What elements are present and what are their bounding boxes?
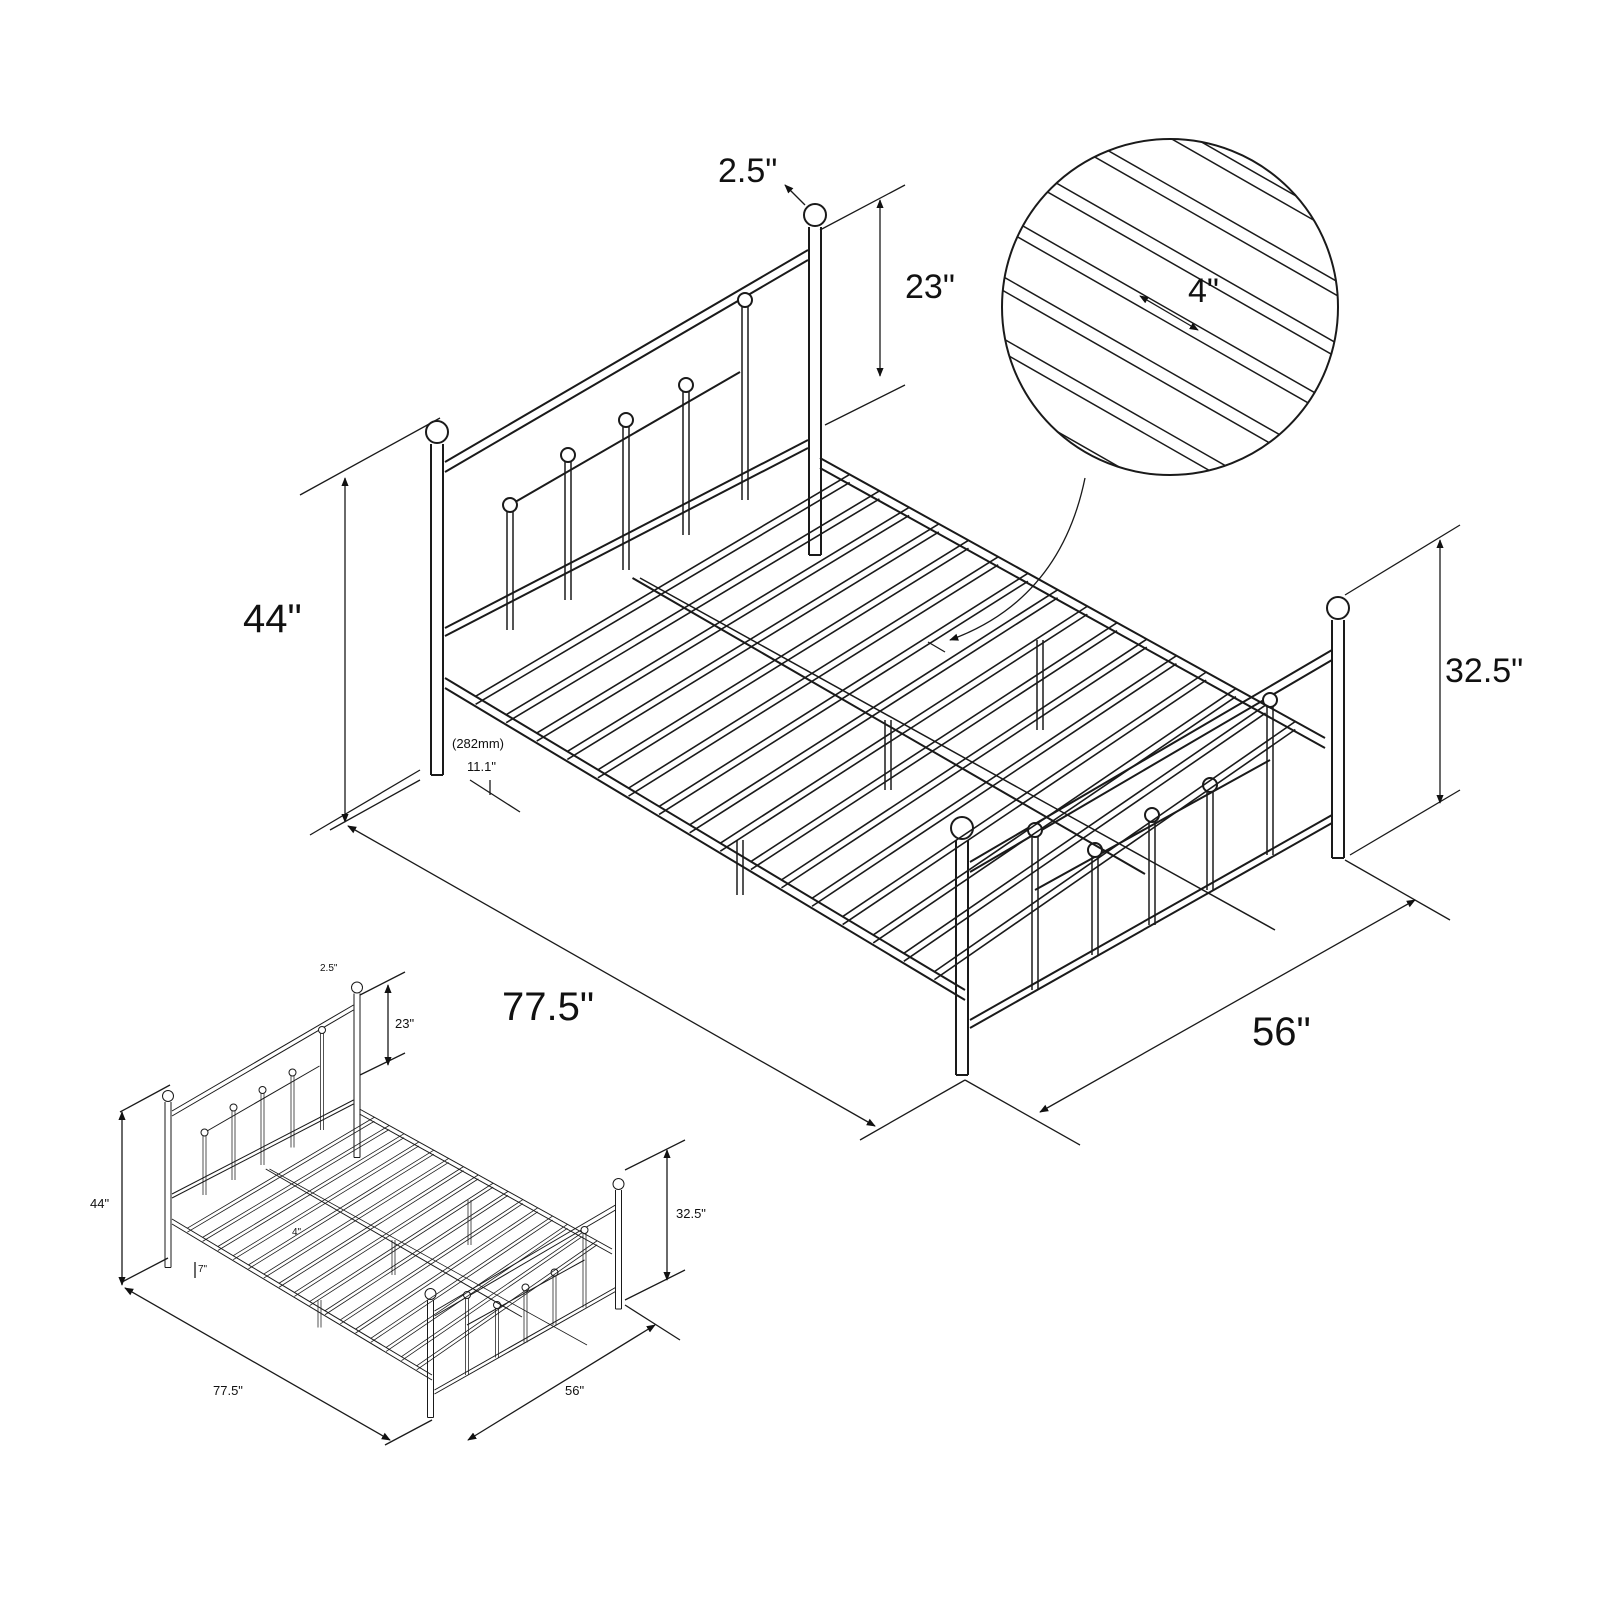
detail-slat: [1002, 251, 1338, 475]
slat-spacing-label: 4": [1188, 272, 1219, 310]
detail-slat: [1002, 139, 1338, 369]
main-dimension-lines: [299, 184, 1461, 1146]
small-headboard-upper-height-label: 23": [395, 1016, 414, 1031]
small-dimension-lines: [118, 971, 686, 1446]
small-knob-diameter-label: 2.5": [320, 963, 338, 974]
main-bed-frame: [425, 203, 1350, 1076]
headboard-height-label: 44": [243, 597, 302, 641]
detail-slat: [1002, 327, 1338, 475]
small-slat-spacing-label: 4": [292, 1227, 302, 1238]
knob-diameter-label: 2.5": [718, 152, 777, 190]
detail-slat: [960, 514, 1380, 754]
detail-slat: [1002, 139, 1338, 307]
footboard-height-label: 32.5": [1445, 652, 1523, 690]
detail-slat: [1002, 203, 1338, 445]
small-bed-frame: [162, 981, 625, 1418]
clearance-in-label: 11.1": [467, 759, 496, 774]
small-headboard-height-label: 44": [90, 1196, 109, 1211]
detail-slat: [1002, 313, 1338, 475]
headboard-upper-height-label: 23": [905, 268, 955, 306]
detail-slat: [1002, 139, 1338, 321]
detail-slat: [1002, 139, 1338, 183]
small-clearance-label: 7": [198, 1264, 208, 1275]
width-label: 56": [1252, 1010, 1311, 1054]
detail-slat: [1002, 139, 1338, 259]
small-length-label: 77.5": [213, 1383, 243, 1398]
small-footboard-height-label: 32.5": [676, 1206, 706, 1221]
detail-slat: [1002, 139, 1338, 197]
small-width-label: 56": [565, 1383, 584, 1398]
slat-spacing-detail-circle: [960, 0, 1380, 754]
detail-slat: [960, 0, 1380, 120]
length-label: 77.5": [502, 985, 594, 1029]
detail-slat: [1002, 389, 1338, 475]
detail-slat: [1002, 141, 1338, 383]
clearance-mm-label: (282mm): [452, 736, 504, 751]
detail-slat: [1002, 139, 1338, 245]
detail-slat: [1002, 265, 1338, 475]
detail-slat: [960, 0, 1380, 134]
